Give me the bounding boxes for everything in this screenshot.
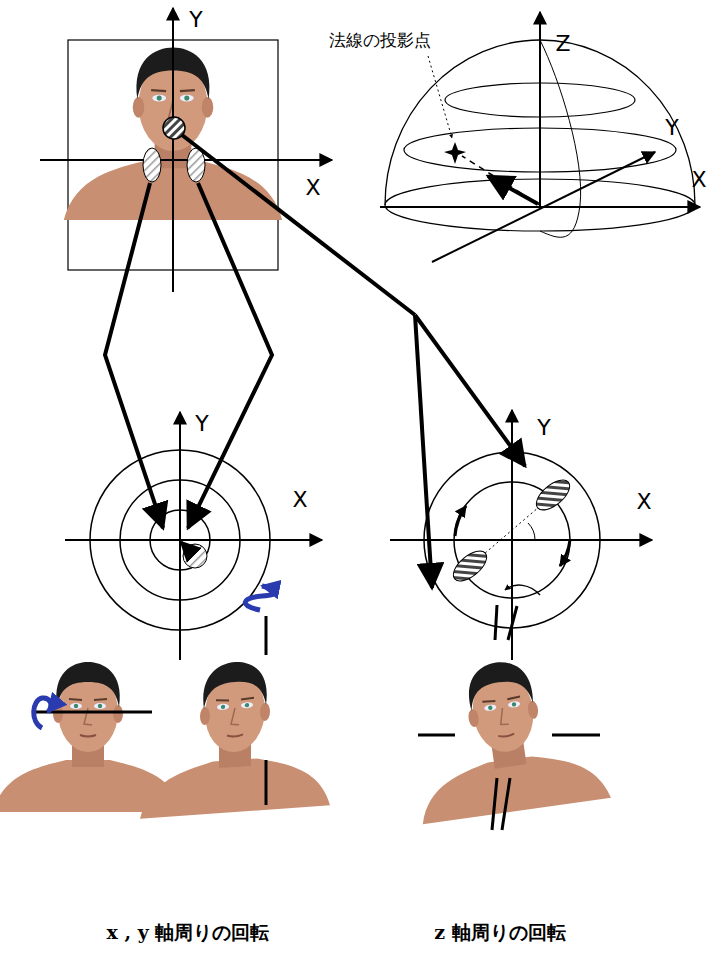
axis-label: Y (195, 412, 208, 436)
axis-label: Y (537, 416, 550, 440)
caption-text: z 軸周りの回転 (434, 922, 565, 943)
axis-label: X (636, 490, 651, 514)
caption-text: x , y 軸周りの回転 (107, 922, 270, 943)
axis-label: X (305, 176, 320, 200)
annotation-text: 法線の投影点 (329, 31, 431, 50)
axis-label: Z (555, 32, 570, 56)
axis-label: Y (665, 116, 678, 140)
axis-label: X (292, 488, 307, 512)
axis-label: X (691, 168, 706, 192)
axis-label: Y (189, 8, 202, 32)
